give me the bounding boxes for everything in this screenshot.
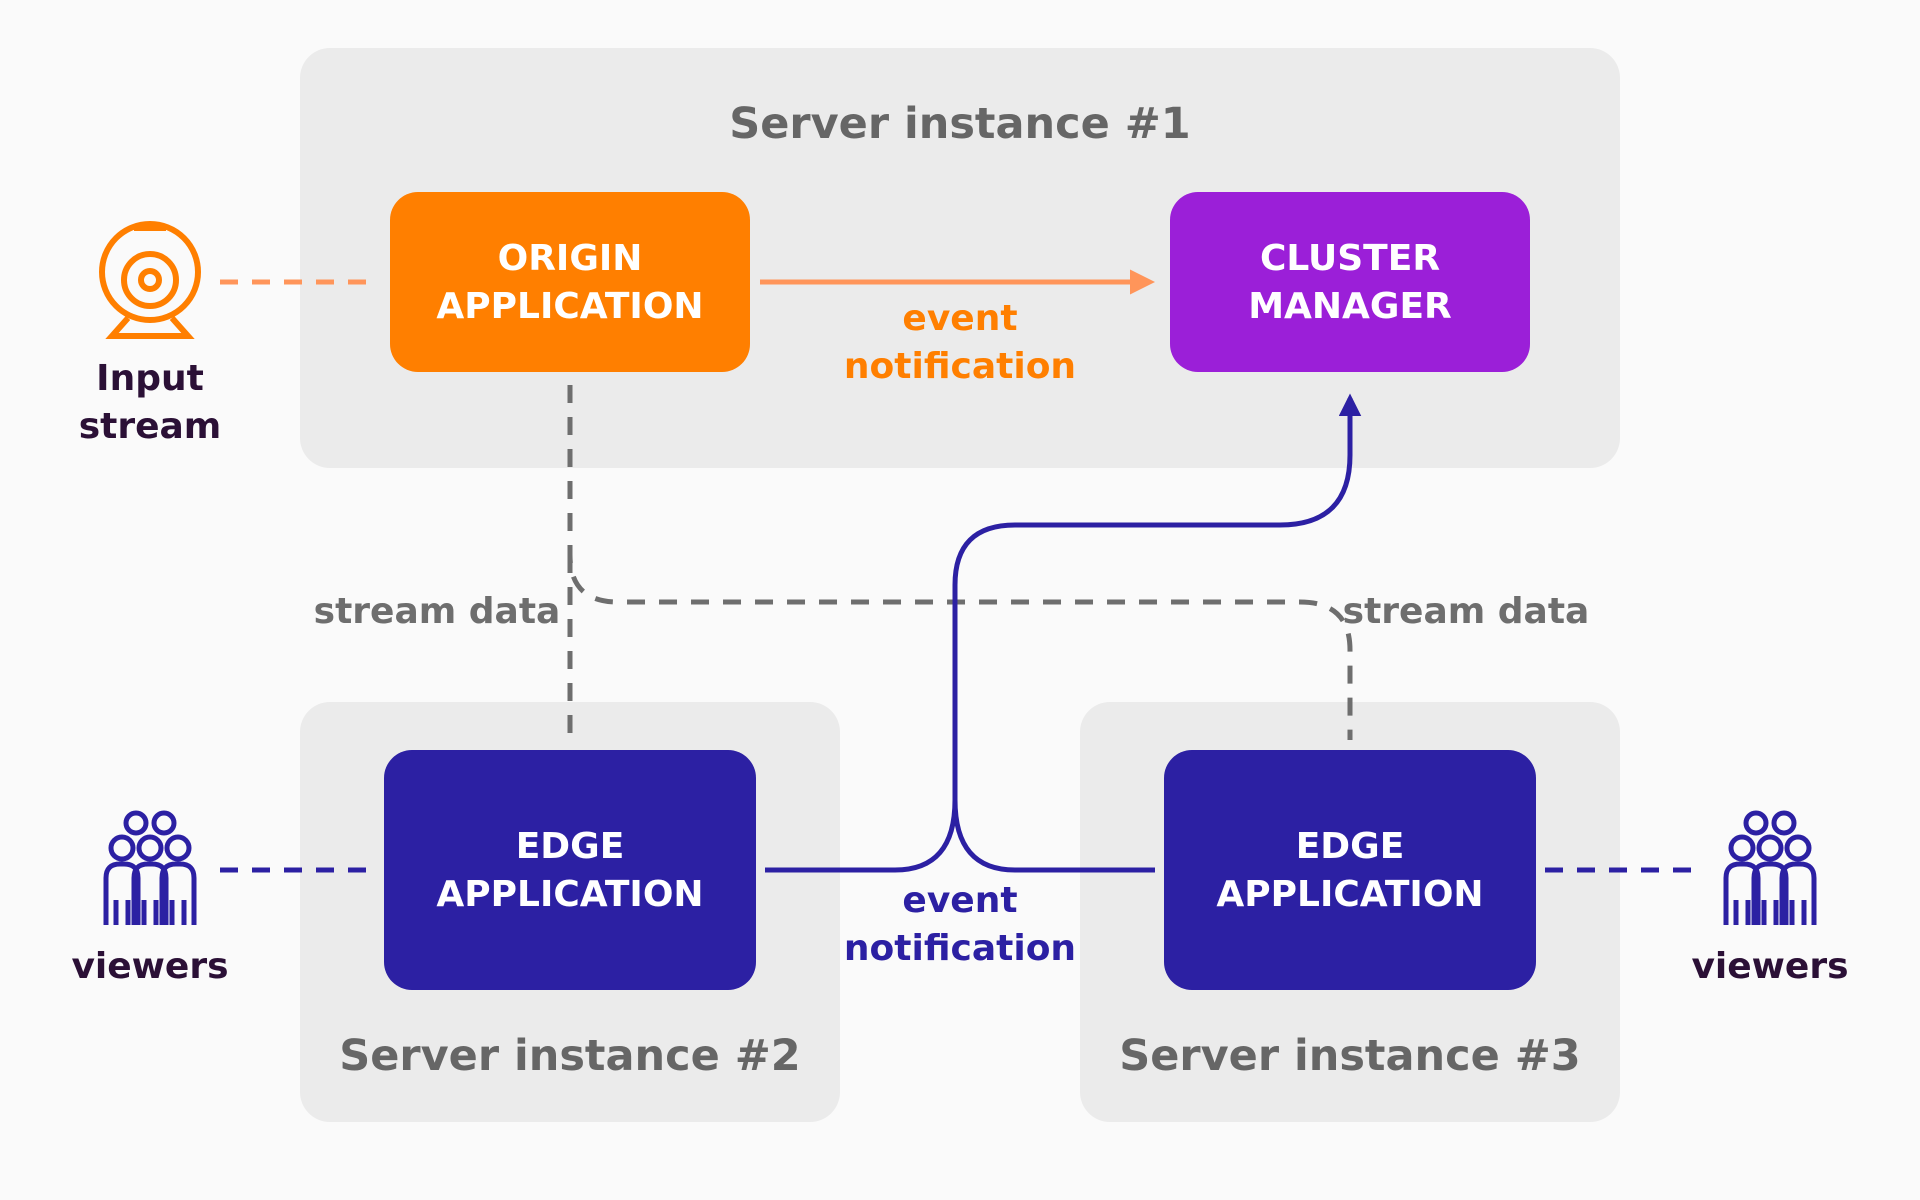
edge-right-event-line — [952, 799, 1155, 873]
server-instance-2-title: Server instance #2 — [339, 1031, 800, 1081]
origin-application-box: ORIGIN APPLICATION — [390, 192, 750, 372]
input-stream-label-line2: stream — [79, 406, 222, 447]
event-notification-top-line1: event — [902, 298, 1017, 339]
event-notification-top-line2: notification — [844, 346, 1076, 387]
origin-label-line2: APPLICATION — [436, 286, 703, 327]
origin-label-line1: ORIGIN — [498, 238, 643, 279]
edge-application-left-box: EDGE APPLICATION — [384, 750, 756, 990]
edge-left-label-line2: APPLICATION — [436, 874, 703, 915]
stream-data-path — [567, 385, 1353, 740]
edge-left-label-line1: EDGE — [516, 826, 625, 867]
viewers-right-label: viewers — [1691, 946, 1848, 987]
stream-data-right-label: stream data — [1343, 591, 1590, 632]
edge-right-label-line1: EDGE — [1296, 826, 1405, 867]
server-instance-1-title: Server instance #1 — [729, 99, 1190, 149]
webcam-icon — [99, 221, 201, 339]
event-notification-bottom-line2: notification — [844, 928, 1076, 969]
input-stream-label-line1: Input — [96, 358, 204, 399]
edge-right-label-line2: APPLICATION — [1216, 874, 1483, 915]
server-instance-3-title: Server instance #3 — [1119, 1031, 1580, 1081]
cluster-label-line1: CLUSTER — [1260, 238, 1440, 279]
edge-application-right-box: EDGE APPLICATION — [1164, 750, 1536, 990]
group-of-people-icon — [1723, 810, 1817, 925]
viewers-left-label: viewers — [71, 946, 228, 987]
cluster-label-line2: MANAGER — [1248, 286, 1452, 327]
group-of-people-icon — [103, 810, 197, 925]
stream-data-left-label: stream data — [314, 591, 561, 632]
event-notification-bottom-line1: event — [902, 880, 1017, 921]
cluster-manager-box: CLUSTER MANAGER — [1170, 192, 1530, 372]
event-to-cluster-arrow — [952, 393, 1362, 800]
